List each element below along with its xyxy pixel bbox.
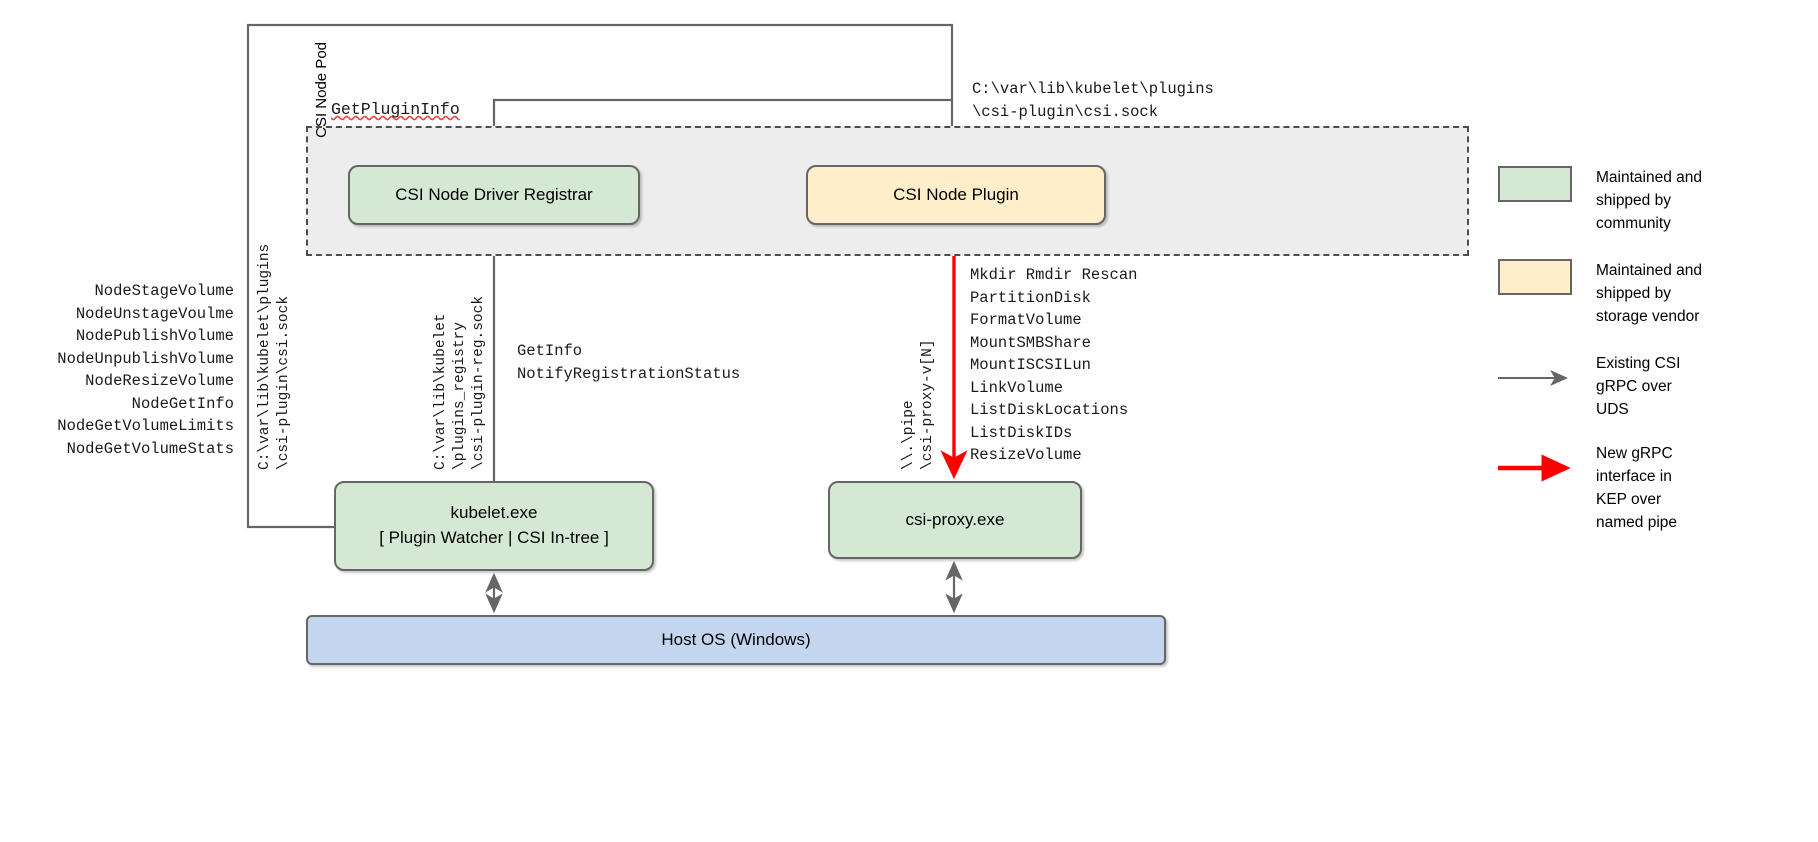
node-kubelet-exe[interactable]: kubelet.exe [ Plugin Watcher | CSI In-tr… <box>334 481 654 571</box>
legend-item-vendor: Maintained and shipped by storage vendor <box>1498 259 1702 328</box>
label-named-pipe-path: \\.\pipe \csi-proxy-v[N] <box>901 339 936 470</box>
legend-gray-arrow-slot <box>1498 378 1572 398</box>
legend-item-existing-uds-label: Existing CSI gRPC over UDS <box>1596 355 1681 418</box>
label-plugin-socket-path: C:\var\lib\kubelet\plugins \csi-plugin\c… <box>972 80 1214 121</box>
legend-swatch-green-icon <box>1498 166 1572 202</box>
node-csi-node-driver-registrar[interactable]: CSI Node Driver Registrar <box>348 165 640 225</box>
legend-item-vendor-label: Maintained and shipped by storage vendor <box>1596 262 1702 325</box>
node-csi-node-plugin-label: CSI Node Plugin <box>893 184 1019 204</box>
legend-swatch-yellow-icon <box>1498 259 1572 295</box>
node-kubelet-exe-subtitle: [ Plugin Watcher | CSI In-tree ] <box>379 528 609 547</box>
node-csi-node-driver-registrar-label: CSI Node Driver Registrar <box>395 184 593 204</box>
legend-item-new-grpc: New gRPC interface in KEP over named pip… <box>1498 442 1677 534</box>
legend-item-community-label: Maintained and shipped by community <box>1596 169 1702 232</box>
csi-node-pod-label: CSI Node Pod <box>313 42 330 138</box>
legend-red-arrow-slot <box>1498 468 1572 488</box>
label-csi-proxy-api-list: Mkdir Rmdir Rescan PartitionDisk FormatV… <box>970 266 1138 464</box>
label-plugins-registry-socket-path: C:\var\lib\kubelet \plugins_registry \cs… <box>433 295 487 470</box>
legend-item-existing-uds: Existing CSI gRPC over UDS <box>1498 352 1680 421</box>
label-registration-rpc-list: GetInfo NotifyRegistrationStatus <box>517 342 741 383</box>
node-csi-proxy-exe-label: csi-proxy.exe <box>905 509 1005 529</box>
node-host-os-windows[interactable]: Host OS (Windows) <box>306 615 1166 665</box>
node-kubelet-exe-title: kubelet.exe <box>450 503 538 523</box>
legend-item-new-grpc-label: New gRPC interface in KEP over named pip… <box>1596 445 1678 531</box>
node-host-os-windows-label: Host OS (Windows) <box>661 629 811 649</box>
legend-item-community: Maintained and shipped by community <box>1498 166 1702 235</box>
label-get-plugin-info: GetPluginInfo <box>331 100 460 119</box>
label-node-rpc-list: NodeStageVolume NodeUnstageVoulme NodePu… <box>57 282 234 458</box>
label-kubelet-csi-socket-path: C:\var\lib\kubelet\plugins \csi-plugin\c… <box>257 243 292 470</box>
node-csi-node-plugin[interactable]: CSI Node Plugin <box>806 165 1106 225</box>
node-csi-proxy-exe[interactable]: csi-proxy.exe <box>828 481 1082 559</box>
